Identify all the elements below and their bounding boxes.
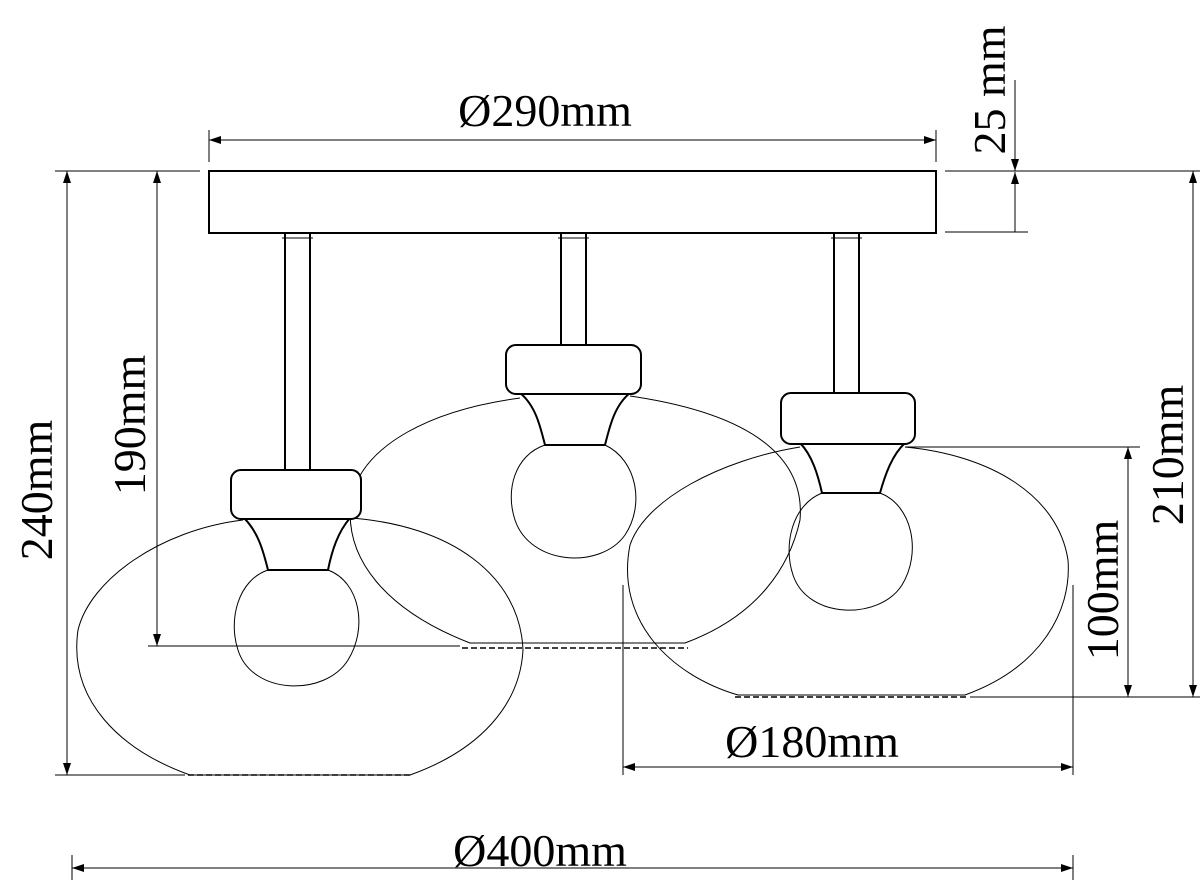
total-width-label: Ø400mm — [453, 825, 627, 876]
drop-height-label: 190mm — [104, 355, 155, 496]
canopy-height-label: 25 mm — [964, 25, 1015, 154]
shade-diameter-label: Ø180mm — [725, 716, 899, 767]
cap-right — [780, 392, 916, 445]
stem-right — [833, 232, 860, 394]
stem-middle — [560, 232, 587, 346]
bulb-middle — [510, 444, 637, 559]
shade-left — [76, 469, 524, 776]
cap-middle — [505, 344, 642, 395]
bulb-left — [233, 569, 360, 687]
shade-right — [627, 392, 1069, 698]
canopy-diameter-label: Ø290mm — [458, 85, 632, 136]
bulb-right — [788, 492, 913, 611]
socket-middle — [517, 392, 633, 446]
shade-middle — [349, 344, 801, 649]
dim-total-width: Ø400mm — [71, 825, 1074, 880]
cap-left — [230, 469, 362, 520]
socket-right — [797, 442, 908, 494]
shade-height-label: 100mm — [1077, 520, 1128, 661]
socket-left — [241, 517, 353, 571]
dim-shade-height: 100mm — [905, 446, 1140, 697]
stem-left — [284, 232, 311, 471]
glass-middle — [349, 395, 801, 644]
glass-right — [627, 446, 1069, 696]
dim-canopy-diameter: Ø290mm — [208, 85, 937, 162]
dim-total-height: 240mm — [11, 170, 200, 776]
right-height-label: 210mm — [1142, 385, 1193, 526]
dim-shade-diameter: Ø180mm — [622, 585, 1074, 775]
dim-drop-height: 190mm — [104, 171, 460, 647]
canopy-plate — [208, 170, 937, 234]
dim-right-height: 210mm — [945, 170, 1200, 698]
dim-canopy-height: 25 mm — [945, 25, 1028, 233]
total-height-label: 240mm — [11, 420, 62, 561]
stems — [282, 232, 862, 471]
